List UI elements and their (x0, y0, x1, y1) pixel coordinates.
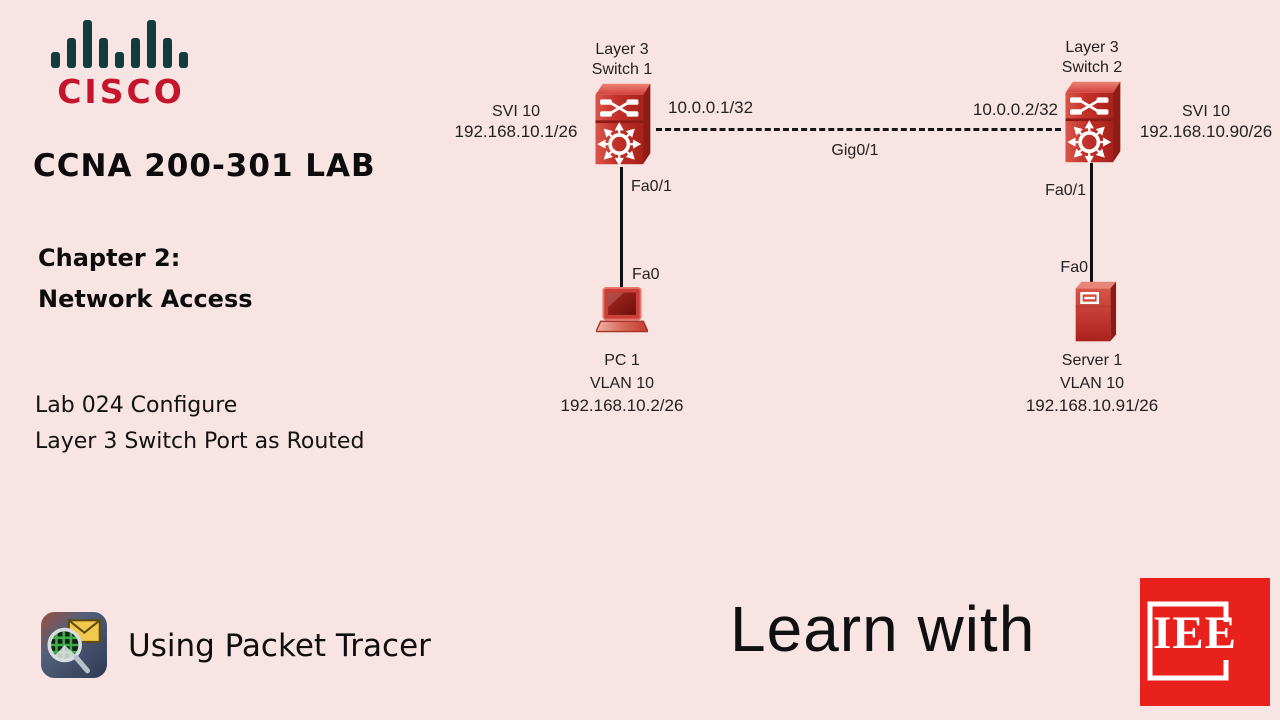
link-gig-label: Gig0/1 (831, 142, 879, 159)
pc1-vlan: VLAN 10 (589, 374, 655, 392)
layer3-switch1-icon (595, 83, 651, 167)
channel-logo-text: IEE (1153, 607, 1237, 659)
switch2-routed-ip: 10.0.0.2/32 (972, 100, 1058, 119)
server1-ip: 192.168.10.91/26 (1025, 396, 1159, 415)
server1-labels: Server 1 VLAN 10 192.168.10.91/26 (1012, 350, 1172, 418)
server1-name: Server 1 (1061, 352, 1123, 369)
switch1-name-line1: Layer 3 (595, 41, 649, 58)
switch1-name: Layer 3 Switch 1 (562, 40, 682, 80)
cisco-bars-icon (51, 20, 188, 68)
switch2-svi-label: SVI 10 192.168.10.90/26 (1136, 102, 1276, 142)
pc1-port-label: Fa0 (632, 266, 660, 283)
magnifier-icon (47, 627, 90, 674)
link-switch1-switch2 (656, 128, 1061, 131)
lab-caption-line1: Lab 024 Configure (35, 393, 238, 418)
switch2-downlink-port-label: Fa0/1 (1045, 182, 1086, 199)
link-switch2-server1 (1090, 163, 1093, 287)
pc1-name: PC 1 (604, 352, 640, 369)
footer-caption: Using Packet Tracer (128, 628, 431, 664)
pc1-labels: PC 1 VLAN 10 192.168.10.2/26 (542, 350, 702, 418)
switch1-svi-ip: 192.168.10.1/26 (454, 122, 578, 141)
switch1-downlink-port-label: Fa0/1 (631, 178, 672, 195)
lab-caption: Lab 024 Configure Layer 3 Switch Port as… (35, 388, 364, 460)
pc1-ip: 192.168.10.2/26 (560, 396, 684, 415)
lab-caption-line2: Layer 3 Switch Port as Routed (35, 429, 365, 454)
server1-port-label: Fa0 (1060, 259, 1088, 276)
cisco-wordmark: CISCO (57, 72, 185, 111)
pc1-icon (596, 287, 648, 333)
chapter-line2: Network Access (38, 285, 253, 313)
switch2-svi-name: SVI 10 (1181, 103, 1231, 120)
packet-tracer-icon (41, 612, 107, 678)
layer3-switch2-icon (1065, 81, 1121, 165)
chapter-heading: Chapter 2: Network Access (38, 238, 253, 320)
switch2-name-line1: Layer 3 (1065, 39, 1119, 56)
learn-with-text: Learn with (730, 593, 1036, 665)
link-switch1-pc1 (620, 167, 623, 291)
switch2-name: Layer 3 Switch 2 (1032, 38, 1152, 78)
server1-vlan: VLAN 10 (1059, 374, 1125, 392)
switch2-name-line2: Switch 2 (1061, 59, 1123, 76)
server1-icon (1075, 281, 1117, 342)
switch1-name-line2: Switch 1 (591, 61, 653, 78)
cisco-logo: CISCO (46, 18, 196, 108)
switch1-svi-name: SVI 10 (491, 103, 541, 120)
chapter-line1: Chapter 2: (38, 244, 181, 272)
page-title: CCNA 200-301 LAB (33, 148, 376, 184)
switch1-svi-label: SVI 10 192.168.10.1/26 (450, 102, 582, 142)
channel-logo-frame-icon (1147, 601, 1229, 681)
switch2-svi-ip: 192.168.10.90/26 (1139, 122, 1273, 141)
channel-logo: IEE (1140, 578, 1270, 706)
switch1-routed-ip: 10.0.0.1/32 (668, 98, 754, 117)
